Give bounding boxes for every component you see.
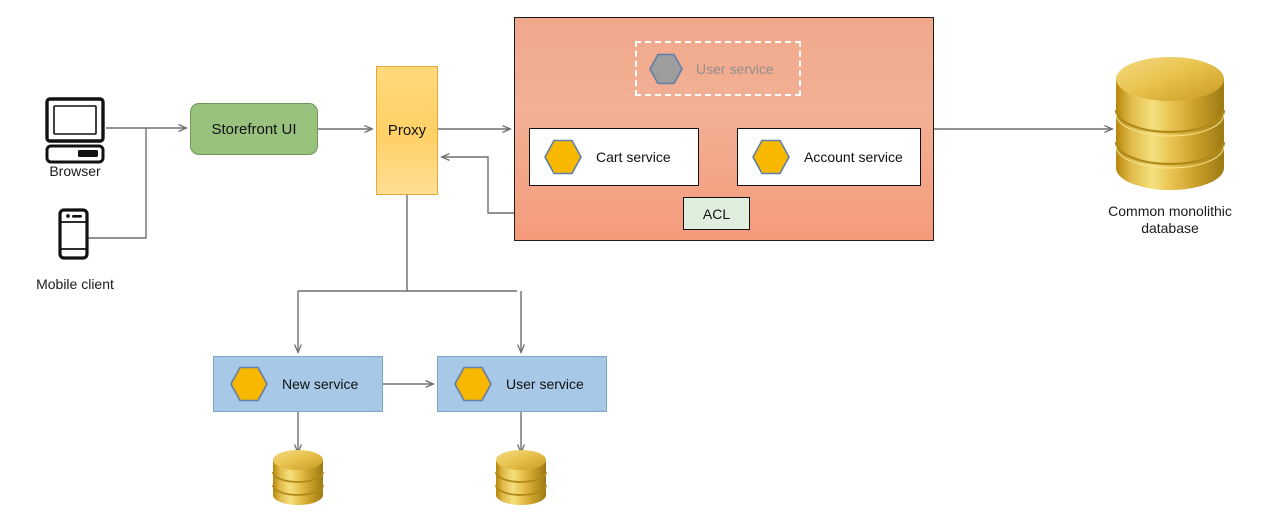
database-cylinder-icon-user-service [495, 450, 547, 505]
storefront-ui-label: Storefront UI [211, 120, 297, 138]
database-cylinder-icon-new-service [272, 450, 324, 505]
proxy-node[interactable]: Proxy [376, 66, 438, 195]
user-service-node[interactable]: User service [437, 356, 607, 412]
storefront-ui-node[interactable]: Storefront UI [190, 103, 318, 155]
browser-label: Browser [49, 163, 101, 179]
hexagon-icon [544, 139, 582, 175]
hexagon-icon [752, 139, 790, 175]
new-service-node[interactable]: New service [213, 356, 383, 412]
common-database-label: Common monolithic database [1108, 203, 1232, 236]
wire-mobile-to-storefront [88, 128, 147, 239]
proxy-label: Proxy [387, 122, 427, 139]
database-cylinder-icon-common [1114, 57, 1226, 190]
desktop-computer-icon [45, 97, 105, 164]
acl-label: ACL [702, 205, 731, 222]
cart-service-node[interactable]: Cart service [529, 128, 699, 186]
cart-service-label: Cart service [596, 149, 671, 165]
account-service-label: Account service [804, 149, 903, 165]
hexagon-icon [230, 366, 268, 402]
acl-node[interactable]: ACL [683, 197, 750, 230]
monolith-user-service-label: User service [696, 60, 774, 77]
hexagon-icon [649, 53, 683, 84]
user-service-label: User service [506, 376, 584, 392]
monolith-user-service-deprecated[interactable]: User service [635, 41, 801, 96]
account-service-node[interactable]: Account service [737, 128, 921, 186]
new-service-label: New service [282, 376, 359, 392]
mobile-client-label: Mobile client [36, 276, 114, 292]
hexagon-icon [454, 366, 492, 402]
smartphone-icon [58, 208, 89, 260]
